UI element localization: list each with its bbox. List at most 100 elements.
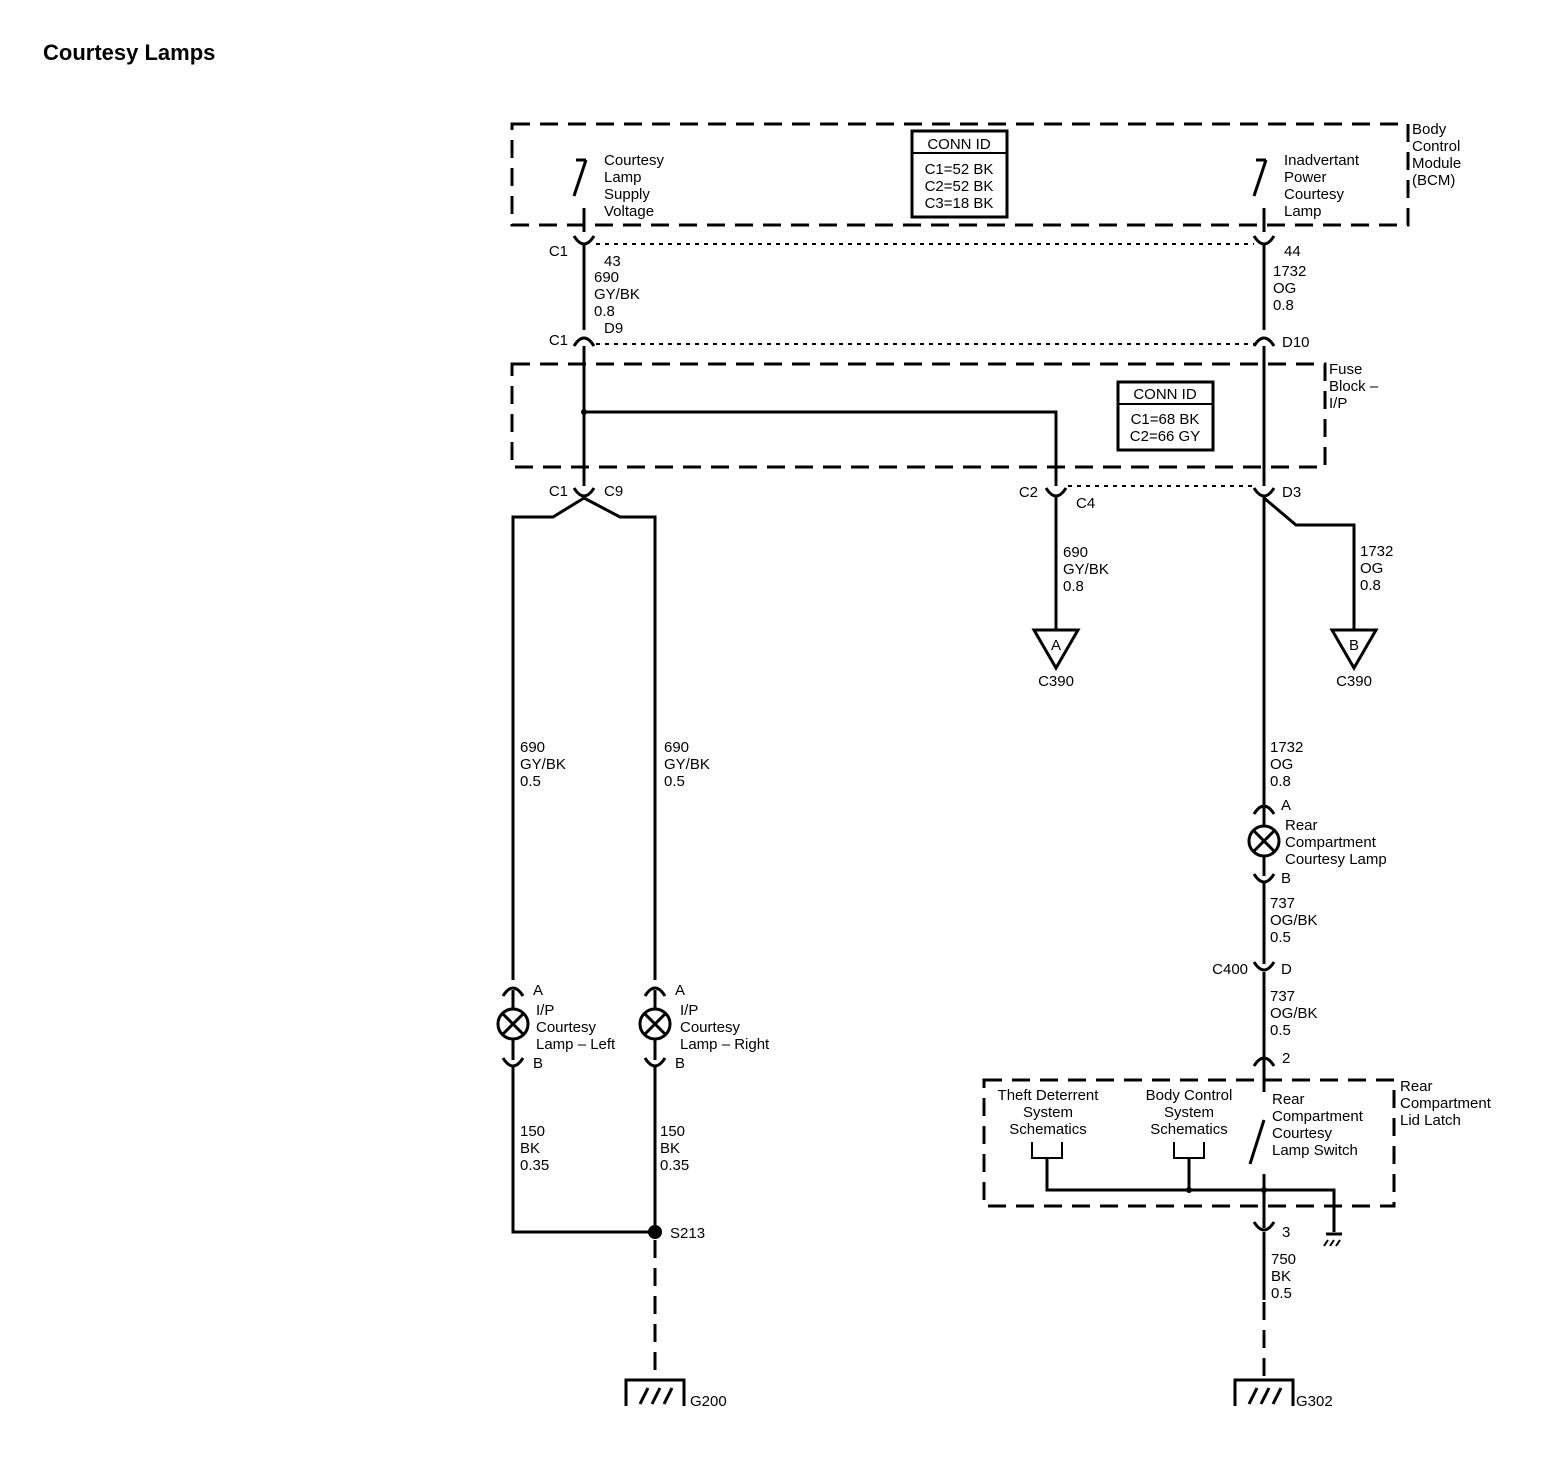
svg-text:Courtesy: Courtesy	[680, 1019, 741, 1036]
svg-text:0.8: 0.8	[1270, 773, 1291, 790]
svg-text:0.5: 0.5	[1270, 1022, 1291, 1039]
lamp-right-label: I/P Courtesy Lamp – Right	[680, 1002, 770, 1053]
latch-internal-wiring	[1031, 1142, 1336, 1232]
svg-text:OG: OG	[1273, 280, 1296, 297]
svg-text:Courtesy Lamp: Courtesy Lamp	[1285, 851, 1387, 868]
svg-text:Rear: Rear	[1285, 817, 1318, 834]
svg-text:1732: 1732	[1273, 263, 1306, 280]
fuse-block-bottom-connectors-icon	[572, 485, 1276, 498]
latch-pin-2-connector-icon	[1252, 1056, 1276, 1080]
svg-text:Control: Control	[1412, 138, 1460, 155]
fuse-block-pin-c9: C9	[604, 483, 623, 500]
svg-text:C3=18 BK: C3=18 BK	[925, 195, 994, 212]
svg-text:System: System	[1023, 1104, 1073, 1121]
wire-150-left-label: 150 BK 0.35	[520, 1123, 549, 1174]
svg-text:CONN ID: CONN ID	[927, 136, 991, 153]
svg-text:0.8: 0.8	[594, 303, 615, 320]
wire-690-right-label: 690 GY/BK 0.5	[664, 739, 710, 790]
latch-pin-3: 3	[1282, 1224, 1290, 1241]
bcm-conn-id-table: CONN ID C1=52 BK C2=52 BK C3=18 BK	[910, 129, 1009, 219]
svg-text:OG: OG	[1270, 756, 1293, 773]
svg-text:Schematics: Schematics	[1009, 1121, 1087, 1138]
svg-text:BK: BK	[1271, 1268, 1291, 1285]
fuse-block-bus-to-c2	[584, 410, 1058, 486]
svg-text:150: 150	[660, 1123, 685, 1140]
bcm-right-output-label: Inadvertant Power Courtesy Lamp	[1284, 152, 1360, 220]
svg-text:Lamp: Lamp	[1284, 203, 1322, 220]
lid-latch-switch-icon	[1248, 1080, 1266, 1228]
latch-switch-label: Rear Compartment Courtesy Lamp Switch	[1272, 1091, 1364, 1159]
lid-latch-outline	[982, 1078, 1396, 1208]
c400-connector-label: C400	[1212, 961, 1248, 978]
lamp-left-pin-a: A	[533, 982, 543, 999]
svg-text:0.5: 0.5	[1271, 1285, 1292, 1302]
svg-text:Courtesy: Courtesy	[604, 152, 665, 169]
svg-text:GY/BK: GY/BK	[594, 286, 640, 303]
svg-text:0.35: 0.35	[660, 1157, 689, 1174]
svg-text:Lid Latch: Lid Latch	[1400, 1112, 1461, 1129]
svg-text:1732: 1732	[1360, 543, 1393, 560]
svg-text:Block –: Block –	[1329, 378, 1379, 395]
svg-text:Body Control: Body Control	[1146, 1087, 1233, 1104]
svg-text:BK: BK	[520, 1140, 540, 1157]
lamp-right-pin-a: A	[675, 982, 685, 999]
svg-text:CONN ID: CONN ID	[1133, 386, 1197, 403]
c390-b-letter: B	[1349, 637, 1359, 654]
svg-text:Compartment: Compartment	[1285, 834, 1377, 851]
svg-text:Voltage: Voltage	[604, 203, 654, 220]
splice-s213-label: S213	[670, 1225, 705, 1242]
wire-150-right-label: 150 BK 0.35	[660, 1123, 689, 1174]
bcm-right-output-switch-icon	[1252, 158, 1268, 232]
svg-text:Power: Power	[1284, 169, 1327, 186]
svg-text:690: 690	[520, 739, 545, 756]
bcm-left-output-switch-icon	[572, 158, 588, 232]
wire-690-to-c390-label: 690 GY/BK 0.8	[1063, 544, 1109, 595]
svg-text:0.5: 0.5	[1270, 929, 1291, 946]
svg-text:Lamp Switch: Lamp Switch	[1272, 1142, 1358, 1159]
svg-text:0.8: 0.8	[1273, 297, 1294, 314]
bcm-module-outline	[510, 122, 1410, 227]
lid-latch-label: Rear Compartment Lid Latch	[1400, 1078, 1492, 1129]
c390-a-label: C390	[1038, 673, 1074, 690]
svg-text:0.5: 0.5	[520, 773, 541, 790]
lamp-right-pin-b: B	[675, 1055, 685, 1072]
ip-courtesy-lamp-right-icon	[638, 986, 672, 1068]
c400-pin-d: D	[1281, 961, 1292, 978]
svg-text:OG: OG	[1360, 560, 1383, 577]
svg-text:GY/BK: GY/BK	[1063, 561, 1109, 578]
svg-text:BK: BK	[660, 1140, 680, 1157]
wire-1732-lower-label: 1732 OG 0.8	[1270, 739, 1303, 790]
wire-1732-to-c390-label: 1732 OG 0.8	[1360, 543, 1393, 594]
fuse-block-pin-d9: D9	[604, 320, 623, 337]
svg-text:Inadvertant: Inadvertant	[1284, 152, 1360, 169]
svg-text:Compartment: Compartment	[1400, 1095, 1492, 1112]
rear-lamp-label: Rear Compartment Courtesy Lamp	[1285, 817, 1387, 868]
ground-g302-label: G302	[1296, 1393, 1333, 1410]
rear-lamp-pin-a: A	[1281, 797, 1291, 814]
lamp-left-pin-b: B	[533, 1055, 543, 1072]
svg-text:Courtesy: Courtesy	[536, 1019, 597, 1036]
svg-text:GY/BK: GY/BK	[664, 756, 710, 773]
svg-text:Module: Module	[1412, 155, 1461, 172]
svg-text:C1=52 BK: C1=52 BK	[925, 161, 994, 178]
svg-text:0.35: 0.35	[520, 1157, 549, 1174]
bcm-pin-43: 43	[604, 253, 621, 270]
svg-text:Courtesy: Courtesy	[1272, 1125, 1333, 1142]
svg-text:Courtesy: Courtesy	[1284, 186, 1345, 203]
svg-text:System: System	[1164, 1104, 1214, 1121]
bcm-connector-label: C1	[549, 243, 568, 260]
svg-text:C2=52 BK: C2=52 BK	[925, 178, 994, 195]
svg-text:0.8: 0.8	[1063, 578, 1084, 595]
svg-text:Rear: Rear	[1400, 1078, 1433, 1095]
svg-text:Body: Body	[1412, 121, 1447, 138]
fuse-block-top-connector-label: C1	[549, 332, 568, 349]
c400-connector-icon	[1252, 961, 1276, 972]
svg-text:690: 690	[1063, 544, 1088, 561]
rear-compartment-lamp-icon	[1247, 804, 1281, 884]
wire-690-right	[583, 496, 657, 980]
fuse-block-bottom-connector-label: C1	[549, 483, 568, 500]
c390-b-label: C390	[1336, 673, 1372, 690]
ground-g200-label: G200	[690, 1393, 727, 1410]
latch-pin-2: 2	[1282, 1050, 1290, 1067]
fuse-block-pin-d10: D10	[1282, 334, 1310, 351]
